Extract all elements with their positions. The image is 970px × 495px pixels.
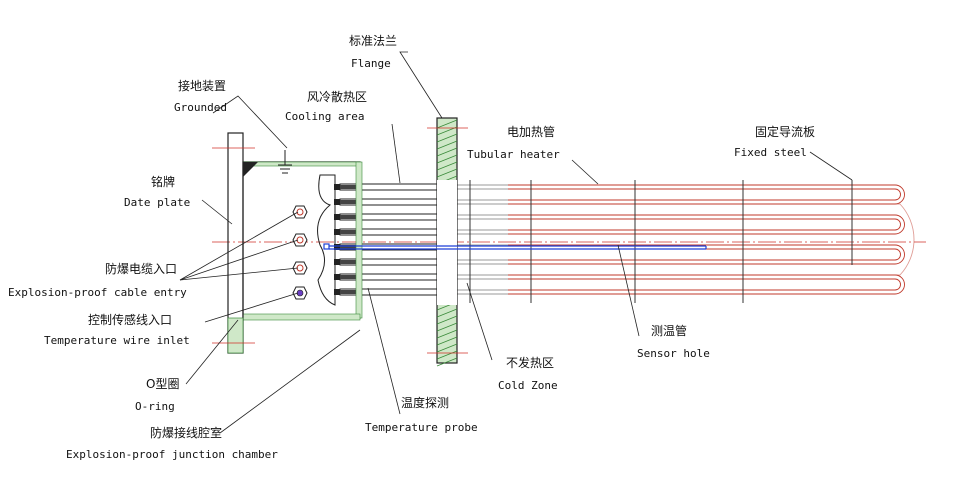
flange-label-en: Flange xyxy=(351,57,391,70)
heater-tube xyxy=(508,188,901,201)
flange-plate xyxy=(427,117,468,367)
heater-tube xyxy=(508,248,901,261)
flange-hatch xyxy=(436,147,458,157)
terminal-end xyxy=(340,245,356,249)
terminal-nut xyxy=(334,214,340,220)
junction-label-en: Explosion-proof junction chamber xyxy=(66,448,278,461)
date-plate-label-en: Date plate xyxy=(124,196,190,209)
terminal-end xyxy=(340,290,356,294)
terminal-nut xyxy=(334,289,340,295)
terminal-nut xyxy=(334,244,340,250)
grounded-label-zh: 接地装置 xyxy=(178,78,226,93)
cable-entry-glands xyxy=(292,205,308,300)
heater-tube xyxy=(508,218,901,231)
flange-hatch xyxy=(436,350,458,360)
terminal-end xyxy=(340,200,356,204)
heater-label-zh: 电加热管 xyxy=(507,124,555,139)
terminal-end xyxy=(340,230,356,234)
terminal-nuts xyxy=(334,184,340,295)
terminal-end xyxy=(340,215,356,219)
flange-hatch xyxy=(436,168,458,178)
tubular-heater-bundle xyxy=(508,184,915,295)
flange-hatch xyxy=(436,133,458,143)
heater-label-en: Tubular heater xyxy=(467,148,560,161)
wire-inlet-label-en: Temperature wire inlet xyxy=(44,334,190,347)
fixed-steel-label-zh: 固定导流板 xyxy=(755,124,815,139)
sensor-hole-label-en: Sensor hole xyxy=(637,347,710,360)
wire-inlet-label-zh: 控制传感线入口 xyxy=(88,312,172,327)
cable-gland-bore xyxy=(296,208,304,216)
probe-label-en: Temperature probe xyxy=(365,421,478,434)
flange-hatch xyxy=(436,357,458,367)
cable-gland xyxy=(292,261,308,275)
probe-label-zh: 温度探测 xyxy=(401,395,449,410)
flange-hatch xyxy=(436,308,458,318)
ground-symbol xyxy=(278,150,292,174)
terminal-nut xyxy=(334,199,340,205)
terminal-end xyxy=(340,185,356,189)
cable-gland xyxy=(292,205,308,219)
o-ring-label-zh: O型圈 xyxy=(146,377,179,391)
cable-gland xyxy=(292,233,308,247)
date-plate-label-zh: 铭牌 xyxy=(151,174,175,189)
flange-hatch xyxy=(436,315,458,325)
heater-tube xyxy=(508,203,915,276)
cooling-label-en: Cooling area xyxy=(285,110,364,123)
temperature-probe-line xyxy=(323,243,707,250)
heater-tube xyxy=(508,274,905,295)
flange-hatch xyxy=(436,329,458,339)
sensor-hole-label-zh: 测温管 xyxy=(651,323,687,338)
heater-tube xyxy=(508,184,905,205)
terminal-end xyxy=(340,275,356,279)
heater-tube xyxy=(508,214,905,235)
grounded-label-en: Grounded xyxy=(174,101,227,114)
terminal-nut xyxy=(334,274,340,280)
cold-zone-label-zh: 不发热区 xyxy=(506,355,554,370)
date-plate xyxy=(212,132,255,354)
flange-hatch xyxy=(436,336,458,346)
cable-entry-label-en: Explosion-proof cable entry xyxy=(8,286,187,299)
terminal-nut xyxy=(334,259,340,265)
vertical-lines xyxy=(469,180,853,303)
cooling-area-tubes xyxy=(339,183,458,296)
heater-tube xyxy=(508,278,901,291)
flange-label-zh: 标准法兰 xyxy=(349,34,397,48)
cold-zone-label-en: Cold Zone xyxy=(498,379,558,392)
cold-zone-tubes xyxy=(457,184,508,295)
terminal-nut xyxy=(334,184,340,190)
flange-hatch xyxy=(436,322,458,332)
cable-entry-label-zh: 防爆电缆入口 xyxy=(105,261,177,276)
terminal-end xyxy=(340,260,356,264)
flange-hatch xyxy=(436,154,458,164)
labels: 标准法兰 Flange 接地装置 Grounded 风冷散热区 Cooling … xyxy=(8,34,815,461)
flange-hatch xyxy=(436,343,458,353)
flange-hatch xyxy=(436,161,458,171)
junction-label-zh: 防爆接线腔室 xyxy=(150,425,222,440)
fixed-steel-label-en: Fixed steel xyxy=(734,146,807,159)
terminal-nut xyxy=(334,229,340,235)
heater-tube xyxy=(508,244,905,265)
o-ring-label-en: O-ring xyxy=(135,400,175,413)
flange-hatch xyxy=(436,140,458,150)
flange-hatch xyxy=(436,119,458,129)
leader-lines xyxy=(179,51,853,434)
cooling-label-zh: 风冷散热区 xyxy=(307,89,367,104)
